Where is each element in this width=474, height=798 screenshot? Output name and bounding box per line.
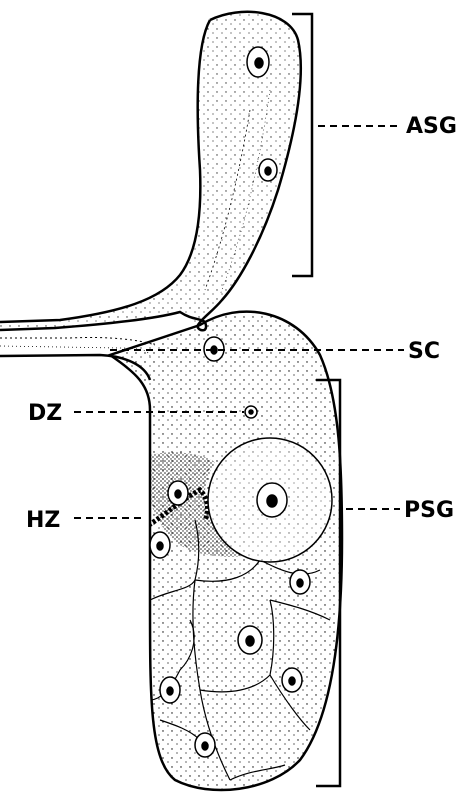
nucleus xyxy=(238,626,262,654)
nucleus xyxy=(195,733,215,757)
label-sc: SC xyxy=(408,339,440,364)
nucleus xyxy=(160,677,180,703)
label-dz: DZ xyxy=(28,401,62,426)
nucleus xyxy=(257,483,287,517)
nucleus xyxy=(259,159,277,181)
label-hz: HZ xyxy=(26,508,60,533)
label-psg: PSG xyxy=(404,498,454,523)
nucleus xyxy=(168,481,188,505)
nucleus xyxy=(290,570,310,594)
label-asg: ASG xyxy=(406,114,457,139)
posterior-silk-gland xyxy=(110,312,342,790)
nucleus xyxy=(245,406,257,418)
nucleus xyxy=(247,47,269,77)
nucleus xyxy=(150,532,170,558)
nucleus xyxy=(282,668,302,692)
